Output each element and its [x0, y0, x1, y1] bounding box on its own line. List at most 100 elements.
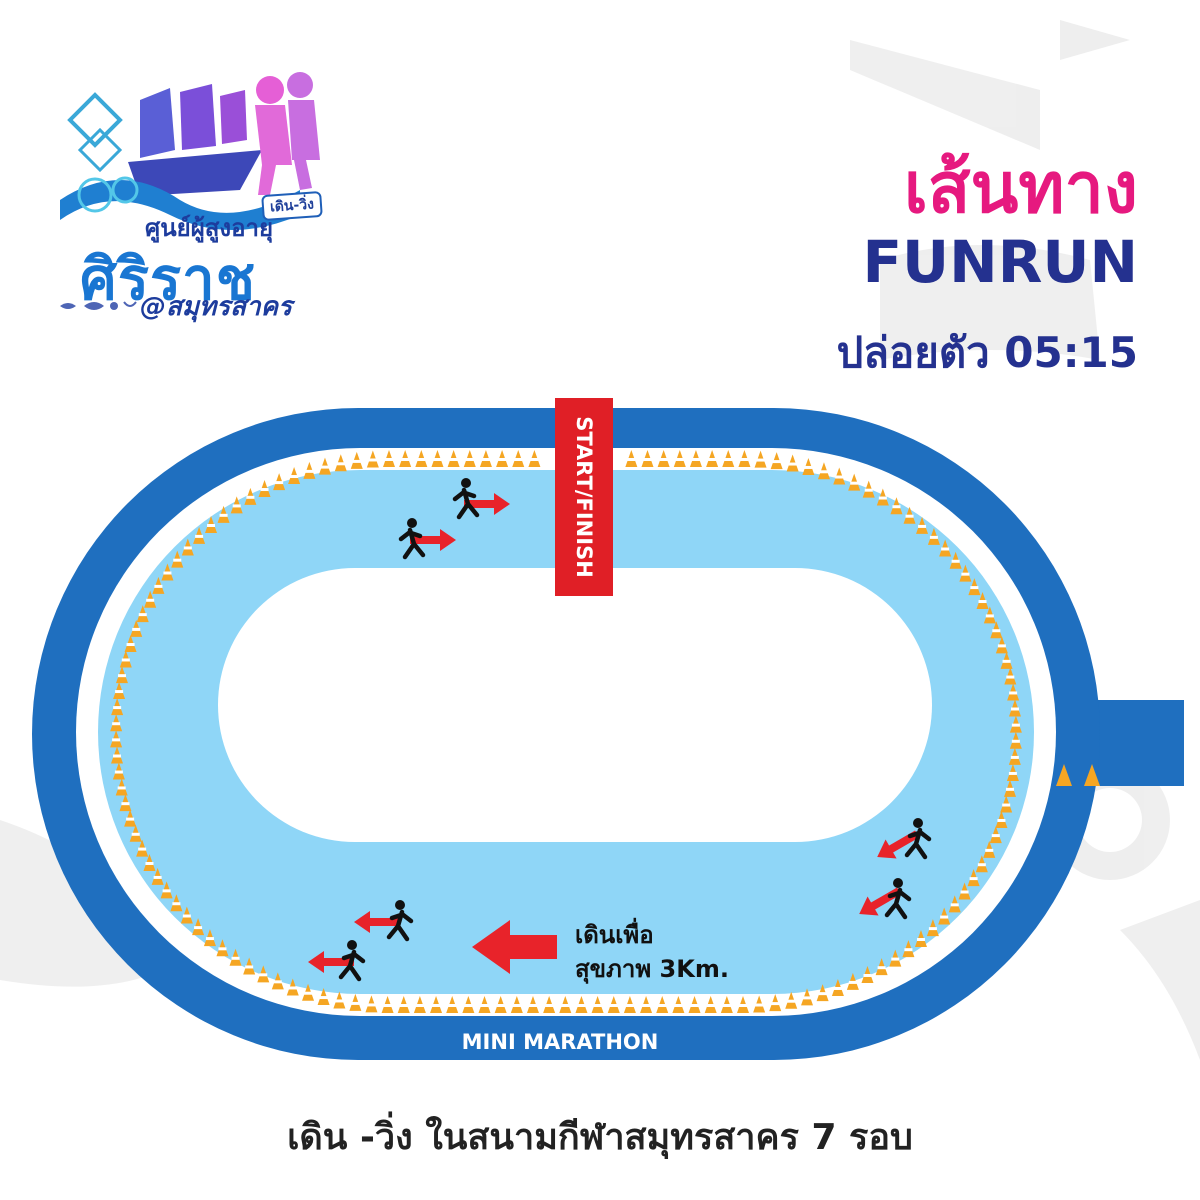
traffic-cone-icon [769, 994, 782, 1012]
traffic-cone-icon [381, 995, 394, 1013]
traffic-cone-icon [143, 853, 156, 871]
traffic-cone-icon [833, 467, 846, 485]
traffic-cone-icon [704, 996, 717, 1013]
logo-location: @สมุทรสาคร [140, 292, 292, 322]
traffic-cone-icon [161, 563, 174, 581]
traffic-cone-icon [496, 450, 509, 467]
traffic-cone-icon [111, 698, 124, 716]
footer-caption: เดิน -วิ่ง ในสนามกีฬาสมุทรสาคร 7 รอบ [287, 1117, 913, 1158]
traffic-cone-icon [110, 714, 123, 732]
traffic-cone-icon [938, 907, 951, 925]
traffic-cone-icon [446, 996, 459, 1013]
page-title: เส้นทาง [903, 147, 1138, 229]
traffic-cone-icon [1007, 683, 1020, 701]
traffic-cone-icon [526, 996, 539, 1013]
traffic-cone-icon [144, 590, 157, 608]
traffic-cone-icon [129, 824, 142, 842]
traffic-cone-icon [430, 996, 443, 1013]
traffic-cone-icon [115, 666, 128, 684]
start-finish-label: START/FINISH [572, 416, 597, 578]
traffic-cone-icon [302, 983, 315, 1001]
traffic-cone-icon [889, 949, 902, 967]
traffic-cone-icon [976, 592, 989, 610]
traffic-cone-icon [119, 794, 132, 812]
traffic-cone-icon [657, 450, 670, 467]
runner-icon [904, 818, 932, 860]
traffic-cone-icon [181, 538, 194, 556]
traffic-cone-icon [273, 473, 286, 491]
traffic-cone-icon [995, 636, 1008, 654]
traffic-cone-icon [689, 450, 702, 467]
traffic-cone-icon [848, 473, 861, 491]
arrow-right-icon [464, 493, 510, 515]
traffic-cone-icon [753, 995, 766, 1013]
runner-figures [338, 478, 932, 982]
traffic-cone-icon [817, 462, 830, 480]
traffic-cone-icon [1004, 667, 1017, 685]
traffic-cone-icon [975, 855, 988, 873]
traffic-cone-icon [383, 450, 395, 467]
traffic-cone-icon [720, 996, 733, 1013]
traffic-cone-icon [688, 996, 701, 1013]
traffic-cone-icon [334, 454, 347, 472]
traffic-cone-icon [575, 996, 588, 1013]
traffic-cone-icon [1008, 699, 1021, 717]
traffic-cone-icon [271, 972, 284, 990]
traffic-cone-icon [160, 881, 173, 899]
traffic-cone-icon [1009, 731, 1022, 749]
big-arrow-left-icon [472, 920, 557, 974]
traffic-cone-icon [431, 450, 444, 467]
traffic-cone-icon [112, 762, 125, 780]
traffic-cone-icon [494, 996, 507, 1013]
traffic-cone-icon [831, 978, 844, 996]
traffic-cone-icon [229, 948, 242, 966]
release-time: ปล่อยตัว 05:15 [836, 328, 1138, 377]
traffic-cone-icon [152, 576, 165, 594]
traffic-cone-icon [656, 996, 669, 1013]
traffic-cone-icon [217, 505, 230, 523]
traffic-cone-icon [948, 895, 961, 913]
traffic-cone-icon [510, 996, 523, 1013]
traffic-cone-icon [136, 839, 149, 857]
logo-fish-icon [60, 301, 137, 310]
logo-hospital-name: ศิริราช [80, 245, 257, 313]
traffic-cone-icon [916, 516, 929, 534]
traffic-cone-icon [415, 450, 428, 467]
traffic-cone-icon [171, 550, 184, 568]
runner-icon [884, 878, 912, 920]
traffic-cone-icon [170, 894, 183, 912]
traffic-cone-icon [737, 996, 749, 1013]
traffic-cone-icon [528, 450, 541, 467]
traffic-cone-icon [543, 996, 556, 1013]
traffic-cone-icon [1000, 795, 1013, 813]
runner-icon [398, 518, 426, 560]
traffic-cone-icon [939, 539, 952, 557]
traffic-cone-icon [193, 526, 206, 544]
traffic-cone-icon [205, 515, 218, 533]
traffic-cone-icon [1008, 747, 1021, 765]
traffic-cone-icon [862, 480, 875, 498]
start-finish-banner: START/FINISH [555, 398, 613, 596]
traffic-cone-icon [243, 957, 256, 975]
traffic-cone-icon [479, 450, 492, 467]
traffic-cone-icon [1000, 651, 1013, 669]
traffic-cone-icon [890, 497, 903, 515]
traffic-cone-icon [317, 988, 330, 1006]
traffic-cone-icon [995, 810, 1008, 828]
traffic-cone-icon [113, 682, 126, 700]
traffic-cone-icon [722, 450, 735, 467]
traffic-cone-icon [110, 730, 123, 748]
traffic-cone-icon [623, 996, 636, 1013]
traffic-cone-icon [738, 450, 751, 468]
traffic-cone-icon [303, 461, 316, 479]
event-name: FUNRUN [862, 228, 1138, 296]
traffic-cone-icon [967, 869, 980, 887]
traffic-cone-icon [672, 996, 685, 1013]
traffic-cone-icon [136, 605, 149, 623]
traffic-cone-icon [816, 984, 829, 1002]
traffic-cone-icon [413, 996, 426, 1013]
traffic-cone-icon [770, 452, 783, 470]
logo-center-name: ศูนย์ผู้สูงอายุ [145, 214, 274, 242]
traffic-cone-icon [559, 996, 572, 1013]
